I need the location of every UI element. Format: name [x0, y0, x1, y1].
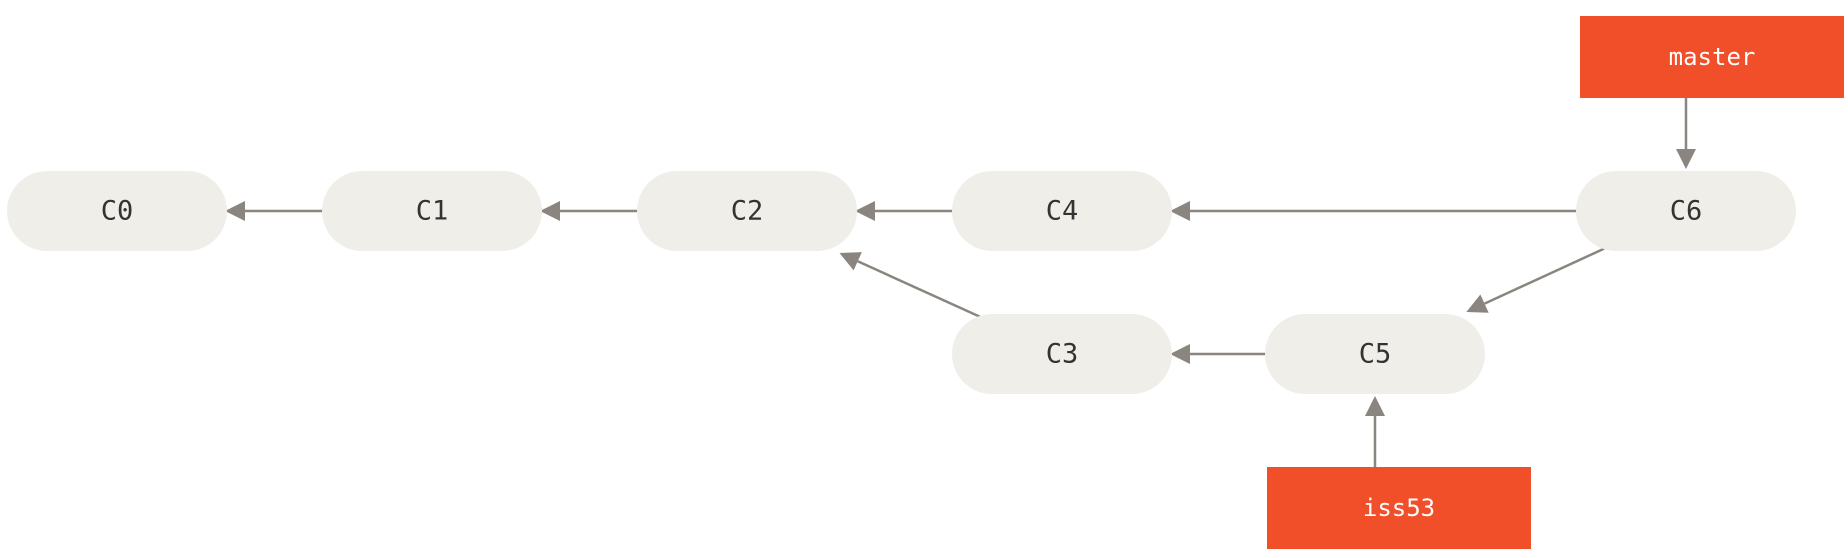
- arrow-c6-to-c4-arrowhead: [1170, 201, 1190, 221]
- commit-label-c0: C0: [101, 196, 134, 227]
- commit-pill-c5: [1265, 314, 1485, 394]
- branch-label-master: master: [1669, 43, 1756, 71]
- commit-node-c4: C4: [952, 171, 1172, 251]
- branch-master: master: [1580, 16, 1844, 98]
- commit-pill-c1: [322, 171, 542, 251]
- arrow-iss53-to-c5: [1365, 396, 1385, 467]
- commit-label-c4: C4: [1046, 196, 1079, 227]
- commit-label-c6: C6: [1670, 196, 1703, 227]
- arrow-c3-to-c2-line: [857, 260, 988, 322]
- branch-box-iss53: [1267, 467, 1531, 549]
- arrow-c2-to-c1: [540, 201, 647, 221]
- arrow-master-to-c6: [1676, 98, 1696, 169]
- commit-label-c5: C5: [1359, 339, 1392, 370]
- arrow-master-to-c6-arrowhead: [1676, 149, 1696, 169]
- commit-node-c6: C6: [1576, 171, 1796, 251]
- arrow-c3-to-c2-arrowhead: [839, 252, 862, 271]
- commit-label-c1: C1: [416, 196, 449, 227]
- branch-iss53: iss53: [1267, 467, 1531, 549]
- arrow-c5-to-c3-arrowhead: [1170, 344, 1190, 364]
- arrow-c4-to-c2: [855, 201, 962, 221]
- commit-node-c5: C5: [1265, 314, 1485, 394]
- commit-node-c3: C3: [952, 314, 1172, 394]
- branch-box-master: [1580, 16, 1844, 98]
- arrow-c5-to-c3: [1170, 344, 1275, 364]
- commit-label-c2: C2: [731, 196, 764, 227]
- commit-pill-c3: [952, 314, 1172, 394]
- commit-label-c3: C3: [1046, 339, 1079, 370]
- arrow-c4-to-c2-arrowhead: [855, 201, 875, 221]
- commit-node-c0: C0: [7, 171, 227, 251]
- arrow-c3-to-c2: [839, 252, 988, 322]
- commit-node-c1: C1: [322, 171, 542, 251]
- branches-layer: master iss53: [1267, 16, 1844, 549]
- commit-pill-c0: [7, 171, 227, 251]
- commit-pill-c6: [1576, 171, 1796, 251]
- arrow-c2-to-c1-arrowhead: [540, 201, 560, 221]
- arrow-c6-to-c4: [1170, 201, 1586, 221]
- commit-pill-c4: [952, 171, 1172, 251]
- arrow-c6-to-c5-arrowhead: [1466, 294, 1489, 313]
- arrow-iss53-to-c5-arrowhead: [1365, 396, 1385, 416]
- commit-pill-c2: [637, 171, 857, 251]
- edges-layer: [225, 98, 1696, 467]
- arrow-c6-to-c5-line: [1483, 243, 1613, 305]
- arrow-c6-to-c5: [1466, 243, 1613, 313]
- commit-node-c2: C2: [637, 171, 857, 251]
- branch-label-iss53: iss53: [1363, 494, 1435, 522]
- arrow-c1-to-c0-arrowhead: [225, 201, 245, 221]
- arrow-c1-to-c0: [225, 201, 332, 221]
